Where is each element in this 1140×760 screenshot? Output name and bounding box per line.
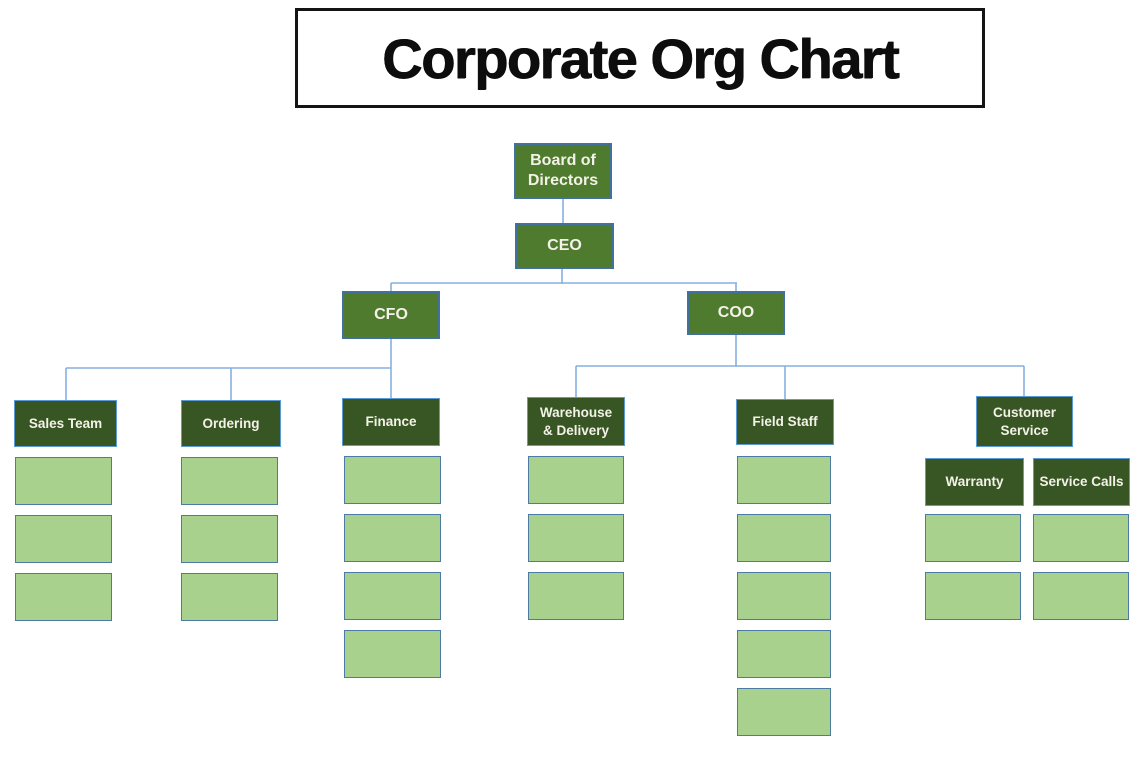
placeholder-box	[15, 457, 112, 505]
placeholder-box	[344, 514, 441, 562]
org-node-cfo: CFO	[342, 291, 440, 339]
org-node-warehouse-delivery: Warehouse & Delivery	[527, 397, 625, 446]
placeholder-box	[1033, 514, 1129, 562]
placeholder-box	[925, 572, 1021, 620]
placeholder-column-warranty	[925, 514, 1021, 620]
placeholder-column-field-staff	[737, 456, 831, 736]
placeholder-box	[344, 630, 441, 678]
placeholder-box	[181, 573, 278, 621]
placeholder-box	[737, 514, 831, 562]
placeholder-box	[737, 572, 831, 620]
placeholder-column-service-calls	[1033, 514, 1129, 620]
placeholder-box	[15, 515, 112, 563]
org-node-board-of-directors: Board of Directors	[514, 143, 612, 199]
placeholder-box	[737, 456, 831, 504]
placeholder-box	[181, 457, 278, 505]
placeholder-box	[344, 572, 441, 620]
placeholder-box	[181, 515, 278, 563]
org-node-field-staff: Field Staff	[736, 399, 834, 445]
org-node-finance: Finance	[342, 398, 440, 446]
placeholder-column-sales-team	[15, 457, 112, 621]
chart-title-box: Corporate Org Chart	[295, 8, 985, 108]
placeholder-box	[528, 456, 624, 504]
placeholder-column-ordering	[181, 457, 278, 621]
placeholder-box	[737, 630, 831, 678]
placeholder-box	[528, 514, 624, 562]
placeholder-column-warehouse-delivery	[528, 456, 624, 620]
org-node-coo: COO	[687, 291, 785, 335]
chart-title: Corporate Org Chart	[382, 26, 900, 90]
placeholder-box	[15, 573, 112, 621]
placeholder-box	[344, 456, 441, 504]
placeholder-box	[925, 514, 1021, 562]
placeholder-box	[737, 688, 831, 736]
org-node-sales-team: Sales Team	[14, 400, 117, 447]
org-node-customer-service: Customer Service	[976, 396, 1073, 447]
org-node-warranty: Warranty	[925, 458, 1024, 506]
org-node-service-calls: Service Calls	[1033, 458, 1130, 506]
org-node-ordering: Ordering	[181, 400, 281, 447]
placeholder-box	[1033, 572, 1129, 620]
org-node-ceo: CEO	[515, 223, 614, 269]
placeholder-column-finance	[344, 456, 441, 678]
placeholder-box	[528, 572, 624, 620]
